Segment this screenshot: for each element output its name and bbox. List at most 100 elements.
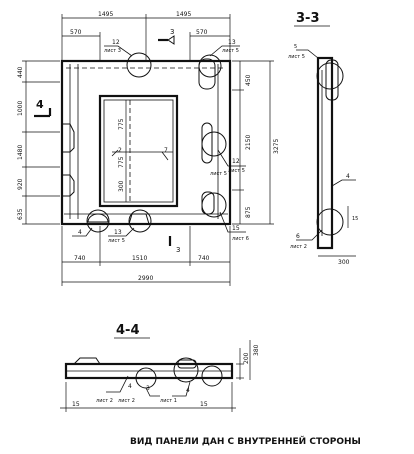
dims-bottom: 740 1510 740 2990: [61, 226, 231, 286]
svg-text:3275: 3275: [273, 139, 280, 154]
callout-sheet: лист 6: [232, 236, 249, 242]
callout-num: 12: [232, 158, 240, 165]
callout-circle: [201, 131, 227, 157]
leader: [104, 45, 133, 57]
svg-text:1000: 1000: [17, 101, 24, 116]
callout-num: 2: [118, 147, 122, 154]
svg-text:875: 875: [245, 206, 252, 218]
bottom-hook-left: [87, 213, 109, 223]
svg-text:775: 775: [118, 156, 125, 168]
section-marker-left: 4: [34, 98, 52, 118]
callout-sheet: лист 5: [228, 168, 245, 174]
svg-text:4: 4: [186, 387, 190, 394]
cut-callout: [201, 365, 223, 387]
svg-text:2150: 2150: [245, 135, 252, 150]
dims-top: 1495 1495 570 570: [61, 11, 231, 60]
leader: [219, 211, 246, 233]
window-inner: [103, 99, 174, 203]
side-sheet: лист 2: [290, 244, 307, 250]
leader: [161, 151, 169, 161]
side-mark-top: 5: [294, 44, 297, 50]
leader: [172, 381, 191, 397]
svg-text:4: 4: [128, 383, 132, 390]
svg-text:3: 3: [176, 246, 180, 254]
svg-text:1495: 1495: [98, 11, 113, 18]
side-num: 4: [346, 173, 350, 180]
leader: [108, 227, 135, 237]
svg-text:740: 740: [74, 255, 86, 262]
leader: [106, 375, 129, 393]
side-section: 5 лист 5 6 лист 2 4 15 300: [288, 44, 358, 266]
bottom-hook-mid: [128, 213, 150, 225]
section-title-main: 3-3: [296, 11, 320, 26]
callout-num: 13: [228, 39, 236, 46]
side-top-slot: [325, 59, 339, 101]
svg-text:740: 740: [198, 255, 210, 262]
callout-sheet: лист 3: [104, 48, 121, 54]
left-notch-lower: [62, 174, 75, 197]
leader: [72, 227, 93, 237]
leader: [111, 149, 119, 157]
callout-circle: [128, 209, 152, 233]
cut-notch-left: [73, 357, 101, 365]
svg-text:200: 200: [243, 352, 250, 364]
svg-text:лист 2: лист 2: [96, 398, 113, 404]
side-callout-bottom: [316, 208, 344, 236]
svg-text:570: 570: [70, 29, 82, 36]
callout-sheet: лист 5: [210, 171, 227, 177]
svg-text:380: 380: [253, 344, 260, 356]
panel-outline: [60, 59, 232, 226]
embedded-slot-2: [201, 122, 213, 164]
section-marker-bottom: 3: [168, 236, 180, 254]
leader: [296, 229, 323, 241]
dims-left: 440 1000 1480 920 635: [17, 60, 60, 225]
svg-text:лист 1: лист 1: [160, 398, 177, 404]
callout-num: 13: [114, 229, 122, 236]
side-mark-right: 15: [352, 216, 358, 222]
svg-text:15: 15: [200, 401, 208, 408]
side-dim: 300: [338, 259, 350, 266]
leader: [296, 49, 319, 59]
svg-text:1495: 1495: [176, 11, 191, 18]
drawing-caption: ВИД ПАНЕЛИ ДАН С ВНУТРЕННЕЙ СТОРОНЫ: [130, 435, 361, 447]
main-elevation: 12 лист 3 13 лист 5 2 7 12 лист 5 4 13 л…: [17, 11, 330, 286]
dims-right: 450 2150 875 3275: [232, 60, 280, 225]
cut-section: 4-4 200 380 15 15 3 лист 2 4 лист 1 4 ли…: [60, 323, 260, 412]
side-body: [316, 56, 334, 250]
svg-text:3: 3: [170, 28, 174, 36]
callout-num: 7: [164, 147, 168, 154]
svg-text:2990: 2990: [138, 275, 153, 282]
dims-inner: 775 775 300: [118, 100, 127, 202]
callout-num: 4: [78, 229, 82, 236]
embedded-slot-1: [198, 58, 216, 90]
svg-text:лист 2: лист 2: [118, 398, 135, 404]
svg-text:775: 775: [118, 118, 125, 130]
svg-text:3: 3: [146, 385, 150, 392]
callout-circle: [198, 54, 222, 78]
svg-text:15: 15: [72, 401, 80, 408]
svg-text:450: 450: [245, 74, 252, 86]
svg-text:440: 440: [17, 66, 24, 78]
svg-text:635: 635: [17, 208, 24, 220]
svg-text:1480: 1480: [17, 145, 24, 160]
svg-text:1510: 1510: [132, 255, 147, 262]
leader: [145, 387, 160, 397]
callout-sheet: лист 5: [222, 48, 239, 54]
svg-text:300: 300: [118, 180, 125, 192]
window-opening: [98, 94, 179, 208]
callout-circle: [126, 52, 152, 78]
callout-circle: [86, 209, 110, 233]
callout-num: 12: [112, 39, 120, 46]
left-notch-upper: [62, 123, 75, 153]
side-mark: 6: [296, 233, 300, 240]
callout-sheet: лист 5: [108, 238, 125, 244]
callout-circle: [201, 192, 227, 218]
leader: [209, 45, 240, 57]
callout-num: 15: [232, 225, 240, 232]
cut-callout: [173, 357, 199, 383]
svg-text:570: 570: [196, 29, 208, 36]
side-sheet-top: лист 5: [288, 54, 305, 60]
section-title-cut: 4-4: [116, 323, 140, 338]
svg-text:920: 920: [17, 178, 24, 190]
